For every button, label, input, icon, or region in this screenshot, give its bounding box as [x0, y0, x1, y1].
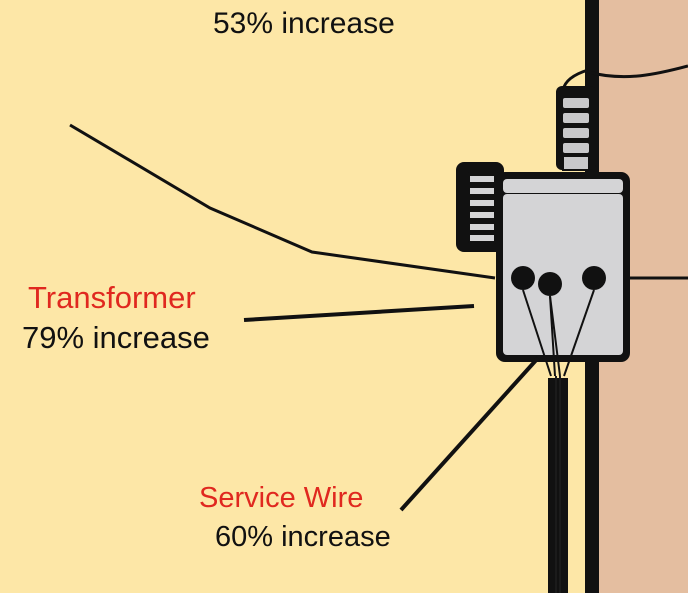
service-wire-label: Service Wire	[199, 482, 364, 514]
bushing-leads	[522, 289, 595, 377]
service-wire-bundle	[548, 378, 568, 593]
service-wire-leader-line	[399, 356, 540, 512]
pole-mounted-transformer-icon	[456, 162, 630, 377]
transformer-lid	[503, 179, 623, 193]
transformer-increase-label: 79% increase	[22, 320, 210, 355]
cooling-fins	[456, 162, 504, 252]
bushing-center	[538, 272, 562, 296]
insulator-icon	[556, 68, 596, 171]
overhead-line	[587, 64, 688, 79]
bushing-right	[582, 266, 606, 290]
service-wire-increase-label: 60% increase	[215, 521, 391, 553]
top-increase-label: 53% increase	[213, 7, 395, 40]
transformer-leader-line	[243, 304, 475, 322]
incoming-wire	[69, 123, 496, 280]
transformer-tank-face	[503, 194, 623, 355]
transformer-label: Transformer	[28, 280, 196, 315]
bushing-left	[511, 266, 535, 290]
